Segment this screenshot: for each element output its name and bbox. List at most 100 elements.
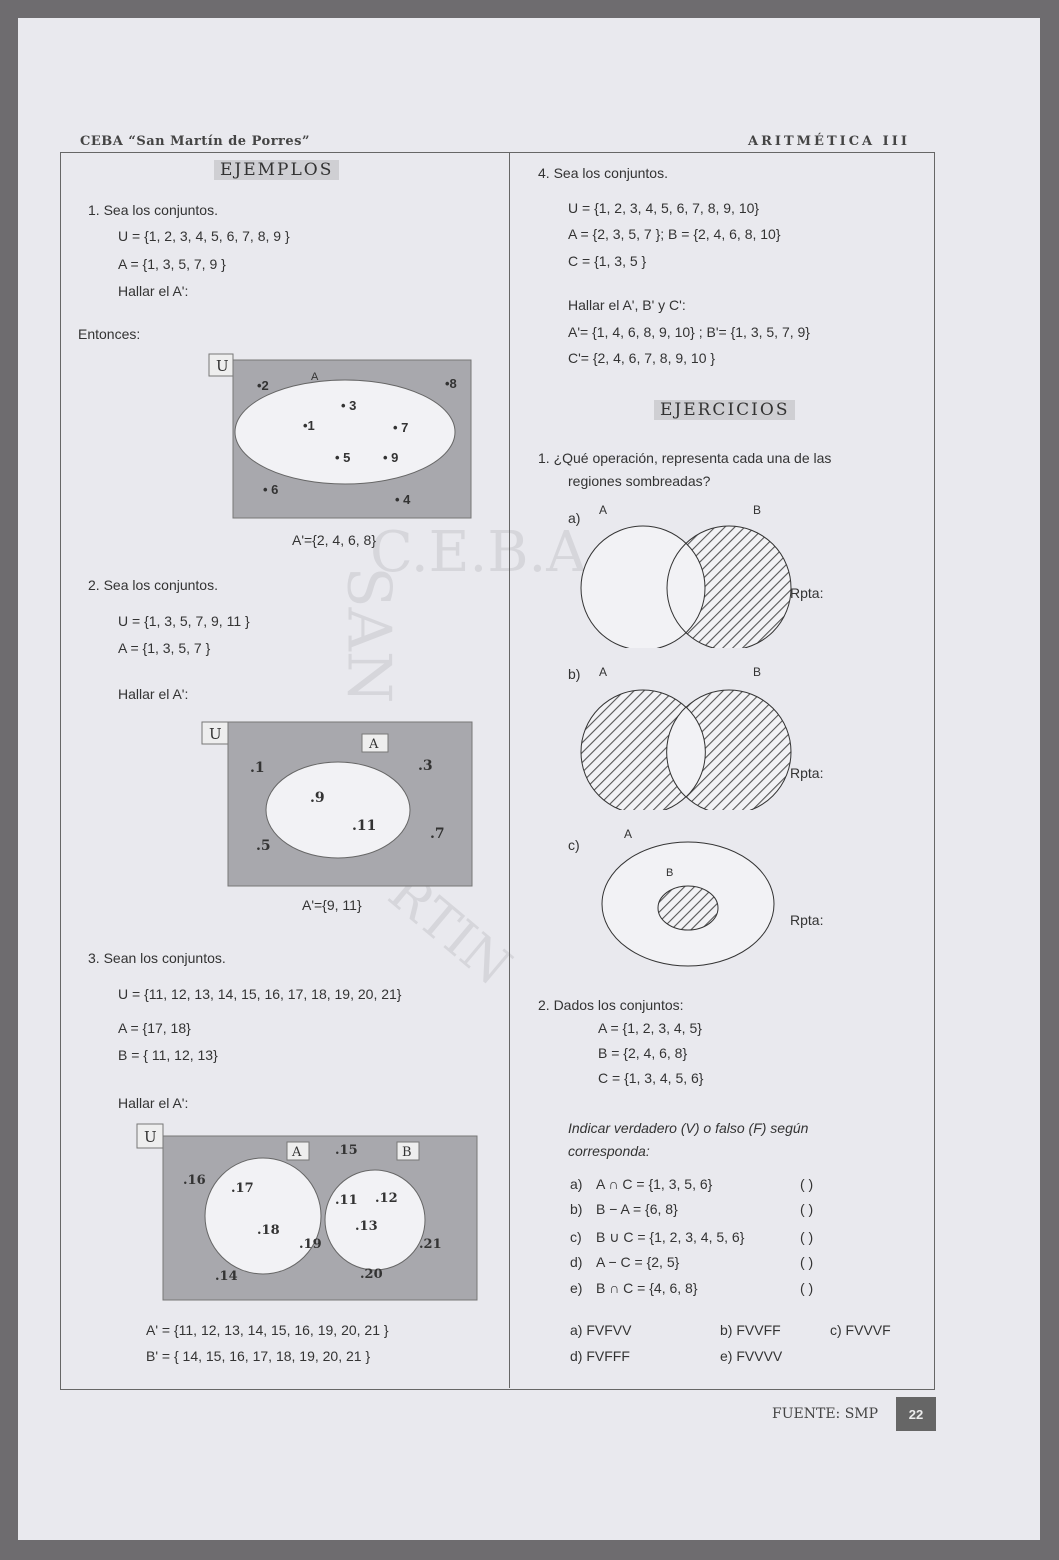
q2-item-text: B − A = {6, 8}	[596, 1201, 678, 1217]
source-label: FUENTE: SMP	[772, 1406, 879, 1422]
q2-answer-box[interactable]: ( )	[800, 1201, 814, 1217]
venn2-u-label: U	[209, 725, 222, 743]
venn3-item: .14	[215, 1269, 238, 1284]
q2-item-label: b)	[570, 1201, 583, 1217]
q1b-set-a-label: A	[599, 665, 607, 679]
q2-item-label: c)	[570, 1229, 582, 1245]
venn-diagram-2: U A .1 .3 .9 .11 .7 .5	[201, 721, 473, 887]
ex3-set-a: A = {17, 18}	[118, 1020, 191, 1036]
venn2-item: .7	[430, 826, 445, 842]
q2-item-text: B ∪ C = {1, 2, 3, 4, 5, 6}	[596, 1229, 745, 1245]
venn1-item: • 4	[395, 492, 411, 507]
q1a-label: a)	[568, 510, 581, 526]
ex1-find: Hallar el A':	[118, 283, 189, 299]
ex1-set-a: A = {1, 3, 5, 7, 9 }	[118, 256, 226, 272]
ex1-then: Entonces:	[78, 326, 141, 342]
venn3-a-box	[286, 1141, 310, 1161]
q2-option[interactable]: a) FVFVV	[570, 1322, 632, 1338]
venn3-u-label: U	[144, 1128, 157, 1146]
ex2-find: Hallar el A':	[118, 686, 189, 702]
q2-answer-box[interactable]: ( )	[800, 1176, 814, 1192]
q2-item-text: A ∩ C = {1, 3, 5, 6}	[596, 1176, 713, 1192]
venn2-a-label: A	[368, 737, 379, 752]
q2-item-label: d)	[570, 1254, 583, 1270]
q2-option[interactable]: b) FVVFF	[720, 1322, 781, 1338]
q2-item-text: B ∩ C = {4, 6, 8}	[596, 1280, 698, 1296]
ex2-set-u: U = {1, 3, 5, 7, 9, 11 }	[118, 613, 250, 629]
q2-option[interactable]: e) FVVVV	[720, 1348, 783, 1364]
q1b-label: b)	[568, 666, 581, 682]
venn3-item: .21	[419, 1237, 442, 1252]
venn3-b-label: B	[402, 1145, 412, 1160]
venn3-item: .11	[335, 1193, 358, 1208]
q2-intro: 2. Dados los conjuntos:	[538, 997, 684, 1013]
ex1-set-u: U = {1, 2, 3, 4, 5, 6, 7, 8, 9 }	[118, 228, 290, 244]
ex2-set-a: A = {1, 3, 5, 7 }	[118, 640, 211, 656]
venn3-item: .16	[183, 1173, 206, 1188]
q2-option[interactable]: d) FVFFF	[570, 1348, 630, 1364]
ex3-find: Hallar el A':	[118, 1095, 189, 1111]
venn3-b-box	[396, 1141, 420, 1161]
ex4-set-u: U = {1, 2, 3, 4, 5, 6, 7, 8, 9, 10}	[568, 200, 760, 216]
q2-answer-box[interactable]: ( )	[800, 1229, 814, 1245]
ex4-sets-ab: A = {2, 3, 5, 7 }; B = {2, 4, 6, 8, 10}	[568, 226, 781, 242]
q2-answer-box[interactable]: ( )	[800, 1254, 814, 1270]
ex1-result: A'={2, 4, 6, 8}	[292, 532, 377, 548]
q1c-set-b-label: B	[666, 867, 673, 879]
q1a-set-a-label: A	[599, 503, 607, 517]
q1c-rpta: Rpta:	[790, 912, 824, 928]
q1b-set-b-label: B	[753, 665, 761, 679]
venn3-set-a	[204, 1157, 322, 1275]
q1a-set-b-label: B	[753, 503, 761, 517]
q1a-set-b-outline	[666, 526, 705, 648]
venn2-item: .11	[352, 818, 376, 834]
venn1-item: • 6	[263, 482, 278, 497]
q2-option[interactable]: c) FVVVF	[830, 1322, 891, 1338]
venn1-a-label: A	[311, 371, 319, 383]
venn1-item: •2	[257, 378, 269, 393]
venn3-a-label: A	[291, 1145, 302, 1160]
q1a-venn: A B	[580, 503, 792, 648]
venn3-item: .18	[257, 1223, 280, 1238]
ex4-intro: 4. Sea los conjuntos.	[538, 165, 668, 181]
venn3-item: .12	[375, 1191, 398, 1206]
ejemplos-title: EJEMPLOS	[214, 160, 340, 180]
top-rule	[60, 152, 935, 153]
q1-line1: 1. ¿Qué operación, representa cada una d…	[538, 450, 832, 466]
column-divider	[509, 152, 510, 1388]
q1c-set-a-label: A	[624, 827, 632, 841]
venn1-u-label: U	[216, 357, 229, 375]
venn2-item: .1	[250, 760, 265, 776]
q1a-rpta: Rpta:	[790, 585, 824, 601]
venn2-item: .5	[256, 838, 271, 854]
venn3-item: .13	[355, 1219, 378, 1234]
venn1-item: • 7	[393, 420, 408, 435]
q2-item-label: a)	[570, 1176, 583, 1192]
q2-instruction-1: Indicar verdadero (V) o falso (F) según	[568, 1120, 809, 1136]
ex4-find: Hallar el A', B' y C':	[568, 297, 686, 313]
q1b-intersection	[666, 706, 706, 798]
venn2-item: .3	[418, 758, 433, 774]
venn3-set-b	[324, 1169, 426, 1271]
ex2-result: A'={9, 11}	[302, 897, 362, 913]
school-name: CEBA “San Martín de Porres”	[80, 134, 310, 149]
venn2-a-box	[361, 733, 389, 753]
ex3-result-a: A' = {11, 12, 13, 14, 15, 16, 19, 20, 21…	[146, 1322, 389, 1338]
watermark-ceba: C.E.B.A	[370, 520, 587, 585]
q1b-rpta: Rpta:	[790, 765, 824, 781]
venn2-set-a	[265, 761, 411, 859]
ex3-set-u: U = {11, 12, 13, 14, 15, 16, 17, 18, 19,…	[118, 986, 402, 1002]
ex4-result-1: A'= {1, 4, 6, 8, 9, 10} ; B'= {1, 3, 5, …	[568, 324, 810, 340]
venn2-item: .9	[310, 790, 325, 806]
q2-item-label: e)	[570, 1280, 583, 1296]
ex1-intro: 1. Sea los conjuntos.	[88, 202, 218, 218]
q2-answer-box[interactable]: ( )	[800, 1280, 814, 1296]
venn1-item: • 9	[383, 450, 398, 465]
q1c-label: c)	[568, 837, 580, 853]
q2-set-a: A = {1, 2, 3, 4, 5}	[598, 1020, 702, 1036]
ex2-intro: 2. Sea los conjuntos.	[88, 577, 218, 593]
q2-set-c: C = {1, 3, 4, 5, 6}	[598, 1070, 704, 1086]
venn3-u-box	[136, 1123, 164, 1149]
venn-diagram-1: U A •2 •8 • 3 •1 • 7 • 5 • 9 • 6 • 4	[208, 353, 472, 519]
ejercicios-title: EJERCICIOS	[654, 400, 796, 420]
